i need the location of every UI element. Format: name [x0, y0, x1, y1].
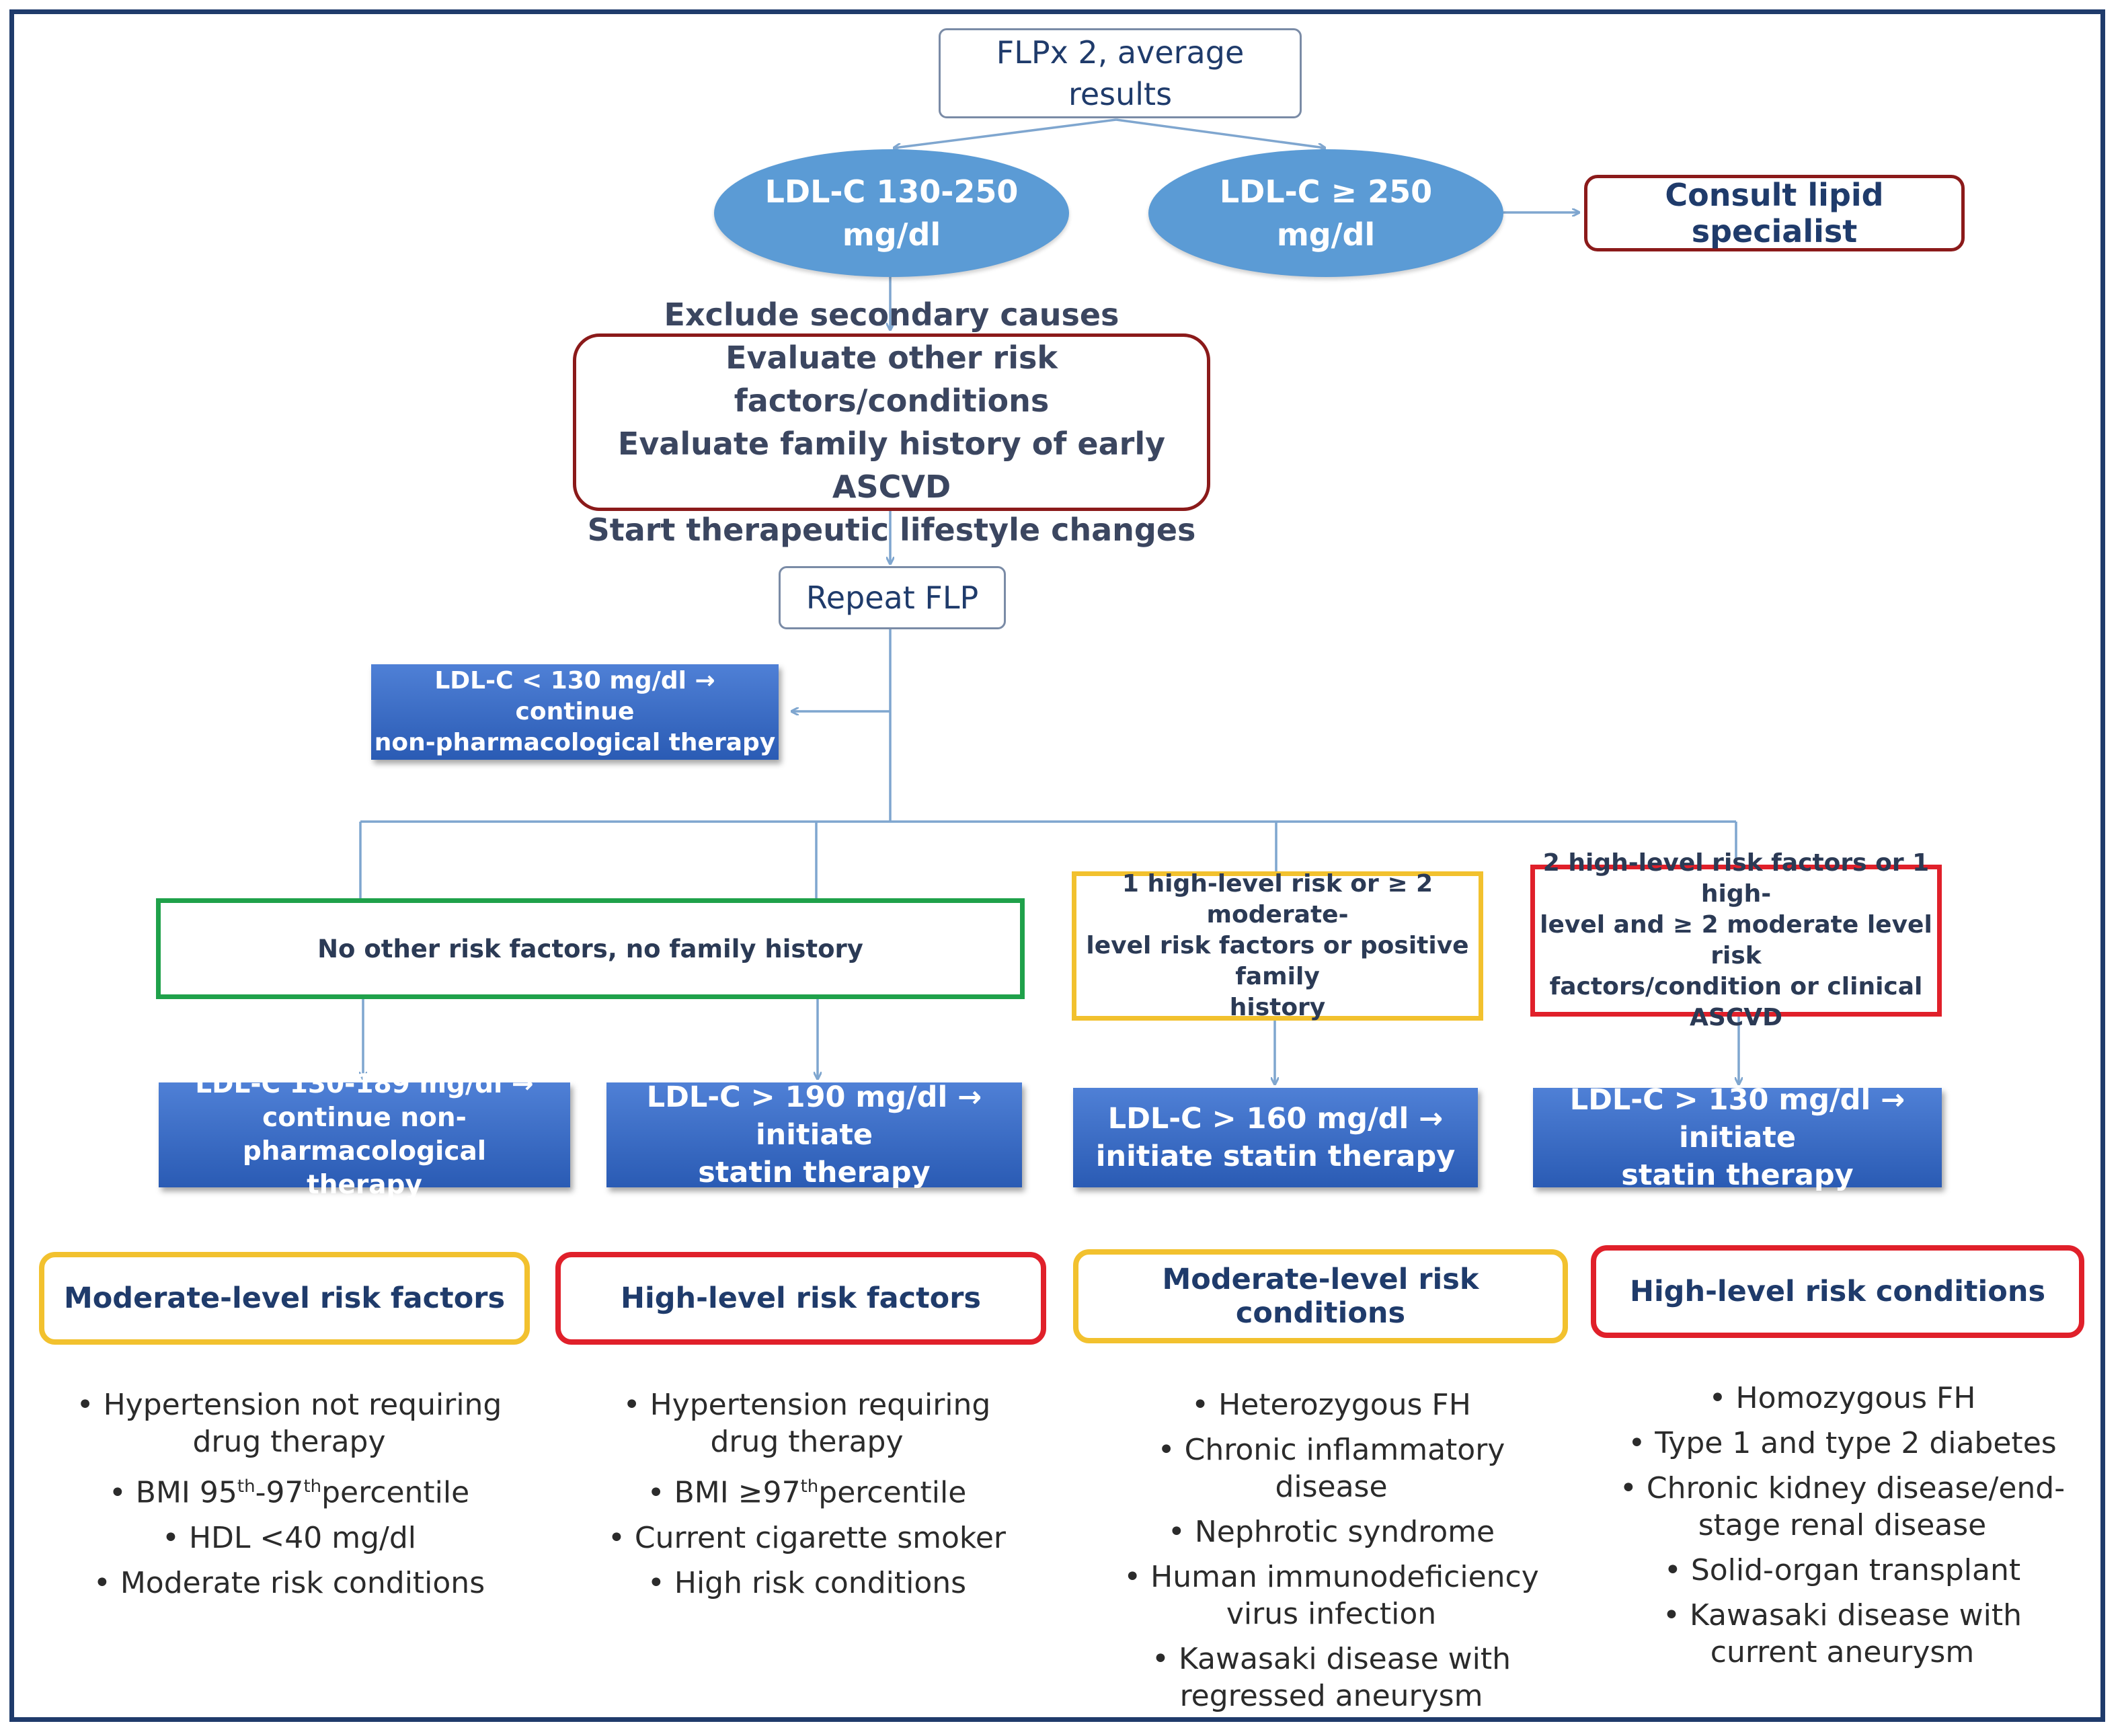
moderate-group-line-3: history: [1229, 994, 1326, 1021]
evaluate-line-3: Evaluate family history of early ASCVD: [617, 426, 1166, 505]
list-item: Heterozygous FH: [1103, 1386, 1560, 1423]
no-risk-label: No other risk factors, no family history: [317, 934, 863, 963]
repeat-flp-label: Repeat FLP: [805, 580, 979, 616]
figure-frame: [9, 9, 2105, 1722]
category-moderate-conditions-box: Moderate-level risk conditions: [1073, 1249, 1568, 1343]
category-high-factors-title: High-level risk factors: [621, 1281, 981, 1315]
high-group-line-4: ASCVD: [1690, 1004, 1782, 1031]
high-group-line-3: factors/condition or clinical: [1549, 973, 1923, 1000]
list-item: Type 1 and type 2 diabetes: [1614, 1425, 2071, 1462]
list-item: BMI 95th-97thpercentile: [74, 1468, 504, 1511]
outcome-130-line-1: LDL-C > 130 mg/dl → initiate: [1569, 1083, 1905, 1154]
ldl-ge-250-ellipse: LDL-C ≥ 250 mg/dl: [1148, 149, 1503, 277]
high-group-line-2: level and ≥ 2 moderate level risk: [1540, 911, 1932, 970]
list-item: Moderate risk conditions: [74, 1565, 504, 1602]
list-item: Kawasaki disease with regressed aneurysm: [1103, 1641, 1560, 1714]
outcome-130-box: LDL-C > 130 mg/dl → initiate statin ther…: [1533, 1083, 1942, 1192]
category-high-factors-box: High-level risk factors: [555, 1252, 1046, 1345]
consult-specialist-box: Consult lipid specialist: [1584, 175, 1965, 251]
outcome-160-box: LDL-C > 160 mg/dl → initiate statin ther…: [1073, 1088, 1478, 1187]
evaluate-line-2: Evaluate other risk factors/conditions: [725, 340, 1058, 419]
moderate-group-line-2: level risk factors or positive family: [1086, 932, 1469, 990]
start-node-line-1: FLPx 2, average: [996, 34, 1245, 71]
list-item: Homozygous FH: [1614, 1380, 2071, 1417]
high-conditions-list: Homozygous FH Type 1 and type 2 diabetes…: [1614, 1380, 2071, 1679]
ldl-130-250-line-1: LDL-C 130-250: [764, 173, 1019, 210]
moderate-group-line-1: 1 high-level risk or ≥ 2 moderate-: [1122, 870, 1433, 929]
high-group-box: 2 high-level risk factors or 1 high- lev…: [1530, 849, 1942, 1031]
evaluate-box: Exclude secondary causes Evaluate other …: [573, 297, 1210, 548]
ldl-ge-250-line-2: mg/dl: [1276, 216, 1376, 253]
moderate-factors-list: Hypertension not requiring drug therapy …: [74, 1386, 504, 1610]
list-item: Chronic inflammatory disease: [1103, 1431, 1560, 1505]
moderate-conditions-list: Heterozygous FH Chronic inflammatory dis…: [1103, 1386, 1560, 1723]
start-node-line-2: results: [1068, 76, 1173, 112]
list-item: Hypertension not requiring drug therapy: [74, 1386, 504, 1460]
list-item: Chronic kidney disease/end-stage renal d…: [1614, 1470, 2071, 1544]
continue-nonpharm-line-2: non-pharmacological therapy: [374, 729, 776, 756]
category-high-conditions-box: High-level risk conditions: [1591, 1245, 2084, 1338]
list-item: Human immunodeficiency virus infection: [1103, 1559, 1560, 1632]
list-item: Kawasaki disease with current aneurysm: [1614, 1597, 2071, 1671]
list-item: Hypertension requiring drug therapy: [592, 1386, 1022, 1460]
start-node: FLPx 2, average results: [939, 28, 1302, 118]
list-item: Nephrotic syndrome: [1103, 1513, 1560, 1550]
outcome-130-189-line-1: LDL-C 130-189 mg/dl →: [195, 1069, 534, 1099]
outcome-130-189-line-2: continue non-pharmacological: [242, 1103, 487, 1167]
ldl-130-250-ellipse: LDL-C 130-250 mg/dl: [714, 149, 1069, 277]
outcome-130-line-2: statin therapy: [1621, 1158, 1854, 1192]
category-moderate-conditions-title: Moderate-level risk conditions: [1162, 1263, 1479, 1330]
high-group-line-1: 2 high-level risk factors or 1 high-: [1542, 849, 1930, 908]
outcome-190-line-2: statin therapy: [698, 1156, 931, 1189]
consult-specialist-label: Consult lipid specialist: [1665, 177, 1884, 249]
list-item: HDL <40 mg/dl: [74, 1520, 504, 1556]
ldl-130-250-line-2: mg/dl: [842, 216, 941, 253]
moderate-group-box: 1 high-level risk or ≥ 2 moderate- level…: [1072, 870, 1483, 1021]
high-factors-list: Hypertension requiring drug therapy BMI …: [592, 1386, 1022, 1610]
continue-nonpharm-box: LDL-C < 130 mg/dl → continue non-pharmac…: [371, 664, 779, 760]
outcome-190-line-1: LDL-C > 190 mg/dl → initiate: [646, 1080, 982, 1152]
outcome-130-189-box: LDL-C 130-189 mg/dl → continue non-pharm…: [159, 1069, 570, 1200]
outcome-160-line-2: initiate statin therapy: [1095, 1140, 1456, 1173]
list-item: Current cigarette smoker: [592, 1520, 1022, 1556]
outcome-190-box: LDL-C > 190 mg/dl → initiate statin ther…: [606, 1080, 1022, 1189]
repeat-flp-node: Repeat FLP: [779, 566, 1006, 629]
list-item: BMI ≥97thpercentile: [592, 1468, 1022, 1511]
category-moderate-factors-title: Moderate-level risk factors: [63, 1281, 506, 1315]
arrow-start-to-ldl-ge-250: [1115, 118, 1325, 148]
outcome-160-line-1: LDL-C > 160 mg/dl →: [1107, 1102, 1444, 1136]
evaluate-line-1: Exclude secondary causes: [664, 297, 1119, 333]
category-high-conditions-title: High-level risk conditions: [1629, 1275, 2046, 1308]
outcome-130-189-line-3: therapy: [307, 1170, 422, 1200]
continue-nonpharm-line-1: LDL-C < 130 mg/dl → continue: [434, 667, 715, 725]
evaluate-line-4: Start therapeutic lifestyle changes: [587, 512, 1196, 548]
list-item: Solid-organ transplant: [1614, 1552, 2071, 1589]
list-item: High risk conditions: [592, 1565, 1022, 1602]
arrow-start-to-ldl-130-250: [894, 118, 1117, 148]
ldl-ge-250-line-1: LDL-C ≥ 250: [1219, 173, 1433, 210]
no-risk-box: No other risk factors, no family history: [156, 898, 1025, 999]
category-moderate-factors-box: Moderate-level risk factors: [39, 1252, 530, 1345]
